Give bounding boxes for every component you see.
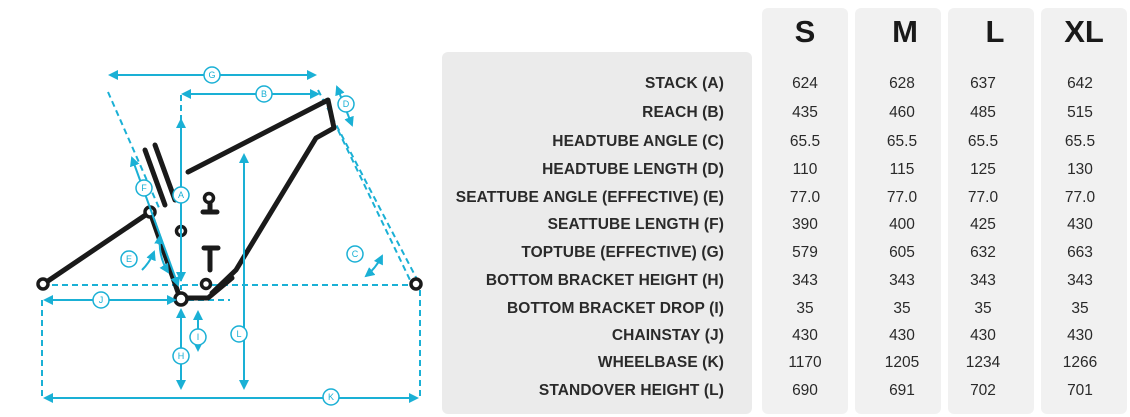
svg-text:C: C <box>352 249 359 259</box>
row-label-stack: STACK (A) <box>645 75 724 92</box>
cell-bbheight-l: 343 <box>970 272 996 289</box>
dimension-letter-j: J <box>92 291 110 309</box>
dimension-letter-g: G <box>203 66 221 84</box>
cell-reach-xl: 515 <box>1067 104 1093 121</box>
cell-stangle-l: 77.0 <box>967 189 999 206</box>
row-label-bb-drop: BOTTOM BRACKET DROP (I) <box>507 300 724 317</box>
cell-bbheight-xl: 343 <box>1067 272 1093 289</box>
cell-standover-l: 702 <box>970 382 996 399</box>
cell-htlength-xl: 130 <box>1067 161 1093 178</box>
cell-bbdrop-s: 35 <box>796 300 814 317</box>
cell-htangle-l: 65.5 <box>967 133 999 150</box>
cell-bbheight-m: 343 <box>889 272 915 289</box>
size-header-l: L <box>985 14 1005 49</box>
dimension-letter-e: E <box>120 250 138 268</box>
svg-text:D: D <box>343 99 350 109</box>
cell-toptube-xl: 663 <box>1067 244 1093 261</box>
row-label-panel <box>442 52 752 414</box>
size-header-m: M <box>892 14 918 49</box>
row-label-reach: REACH (B) <box>642 104 724 121</box>
svg-text:B: B <box>261 89 267 99</box>
dimension-letter-c: C <box>346 245 364 263</box>
cell-htangle-s: 65.5 <box>789 133 821 150</box>
cell-stack-m: 628 <box>889 75 915 92</box>
size-column-xl <box>1041 8 1127 414</box>
size-column-s <box>762 8 848 414</box>
dimension-letter-i: I <box>189 328 207 346</box>
row-label-bb-height: BOTTOM BRACKET HEIGHT (H) <box>485 272 724 289</box>
cell-toptube-s: 579 <box>792 244 818 261</box>
cell-stangle-xl: 77.0 <box>1064 189 1096 206</box>
cell-bbdrop-m: 35 <box>893 300 911 317</box>
cell-htangle-m: 65.5 <box>886 133 918 150</box>
dimension-letters: G B D F A E C J I L H K <box>92 66 364 406</box>
cell-stangle-s: 77.0 <box>789 189 821 206</box>
dimension-letter-l: L <box>230 325 248 343</box>
cell-reach-l: 485 <box>970 104 996 121</box>
row-label-standover: STANDOVER HEIGHT (L) <box>538 382 724 399</box>
row-label-seattube-angle: SEATTUBE ANGLE (EFFECTIVE) (E) <box>455 189 724 206</box>
cell-chainstay-xl: 430 <box>1067 327 1093 344</box>
svg-text:H: H <box>178 351 185 361</box>
dimension-letter-a: A <box>172 186 190 204</box>
cell-bbheight-s: 343 <box>792 272 818 289</box>
cell-wheelbase-m: 1205 <box>884 354 920 371</box>
row-label-headtube-angle: HEADTUBE ANGLE (C) <box>552 133 724 150</box>
cell-wheelbase-xl: 1266 <box>1062 354 1098 371</box>
svg-text:L: L <box>236 329 241 339</box>
dimension-letter-d: D <box>337 95 355 113</box>
cell-stack-l: 637 <box>970 75 996 92</box>
cell-stlength-s: 390 <box>792 216 818 233</box>
cell-htlength-s: 110 <box>792 161 818 178</box>
cell-reach-s: 435 <box>792 104 818 121</box>
dimension-letter-b: B <box>255 85 273 103</box>
cell-stlength-xl: 430 <box>1067 216 1093 233</box>
cell-bbdrop-xl: 35 <box>1071 300 1089 317</box>
cell-chainstay-s: 430 <box>792 327 818 344</box>
cell-reach-m: 460 <box>889 104 915 121</box>
dimension-letter-f: F <box>135 179 153 197</box>
cell-wheelbase-s: 1170 <box>788 354 822 371</box>
cell-toptube-l: 632 <box>970 244 996 261</box>
cell-standover-m: 691 <box>889 382 915 399</box>
svg-text:E: E <box>126 254 132 264</box>
svg-text:A: A <box>178 190 184 200</box>
row-label-headtube-length: HEADTUBE LENGTH (D) <box>542 161 724 178</box>
dimension-arrows <box>43 70 419 403</box>
cell-chainstay-m: 430 <box>889 327 915 344</box>
svg-text:K: K <box>328 392 334 402</box>
dimension-letter-h: H <box>172 347 190 365</box>
row-label-seattube-length: SEATTUBE LENGTH (F) <box>547 216 724 233</box>
cell-stack-s: 624 <box>792 75 818 92</box>
size-column-m <box>855 8 941 414</box>
cell-htlength-m: 115 <box>889 161 915 178</box>
row-label-wheelbase: WHEELBASE (K) <box>597 354 724 371</box>
size-header-xl: XL <box>1064 14 1104 49</box>
size-header-s: S <box>794 14 816 49</box>
cell-toptube-m: 605 <box>889 244 915 261</box>
cell-stlength-m: 400 <box>889 216 915 233</box>
dimension-letter-k: K <box>322 388 340 406</box>
svg-text:I: I <box>197 332 200 342</box>
cell-standover-xl: 701 <box>1067 382 1093 399</box>
cell-standover-s: 690 <box>792 382 818 399</box>
cell-htlength-l: 125 <box>970 161 996 178</box>
cell-stangle-m: 77.0 <box>886 189 918 206</box>
row-label-chainstay: CHAINSTAY (J) <box>611 327 724 344</box>
cell-bbdrop-l: 35 <box>974 300 992 317</box>
cell-chainstay-l: 430 <box>970 327 996 344</box>
svg-text:F: F <box>141 183 147 193</box>
row-label-toptube: TOPTUBE (EFFECTIVE) (G) <box>521 244 724 261</box>
svg-text:J: J <box>99 295 104 305</box>
cell-wheelbase-l: 1234 <box>965 354 1001 371</box>
size-column-l <box>948 8 1034 414</box>
cell-htangle-xl: 65.5 <box>1064 133 1096 150</box>
cell-stlength-l: 425 <box>970 216 996 233</box>
bike-geometry-diagram: G B D F A E C J I L H K <box>36 66 423 406</box>
cell-stack-xl: 642 <box>1067 75 1093 92</box>
svg-text:G: G <box>208 70 215 80</box>
